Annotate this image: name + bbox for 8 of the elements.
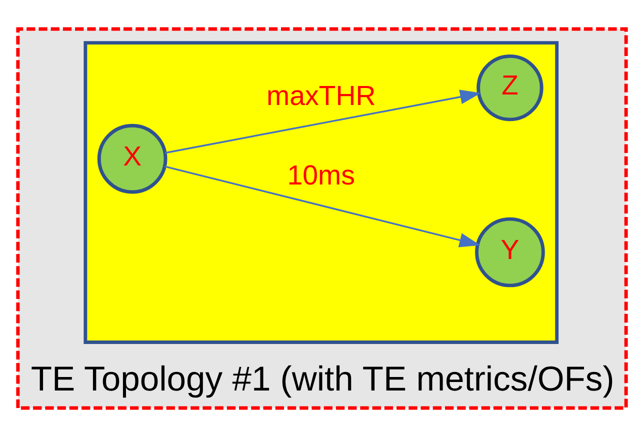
edge-label: maxTHR xyxy=(266,80,376,111)
arrow xyxy=(164,166,480,248)
arrow xyxy=(165,90,481,154)
edge-label: 10ms xyxy=(287,159,355,190)
node-circle: Z xyxy=(476,54,544,122)
cluster xyxy=(84,41,559,344)
node-circle: X xyxy=(97,124,168,194)
node-circle: Y xyxy=(475,217,545,288)
